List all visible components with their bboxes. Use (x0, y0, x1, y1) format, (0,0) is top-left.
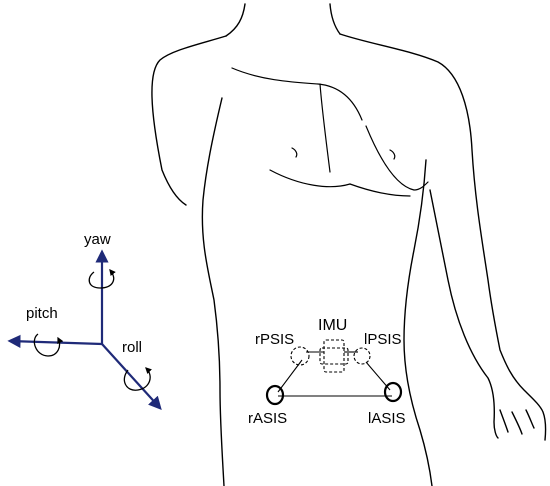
left-shoulder-line (151, 35, 227, 206)
roll-axis (101, 343, 162, 410)
lasis-marker (383, 381, 403, 403)
left-chest-lower-line (269, 169, 351, 188)
right-chest-lower-line (349, 183, 411, 197)
lpsis-label: lPSIS (364, 331, 402, 348)
neck-left-line (225, 3, 246, 37)
nipple-right (389, 149, 396, 160)
pitch-label: pitch (26, 305, 58, 322)
imu-sensor-inner (319, 347, 349, 365)
rasis-marker (265, 384, 285, 406)
right-inner-arm-line (429, 189, 499, 439)
orientation-axes: yaw pitch roll (7, 231, 162, 410)
rasis-label: rASIS (248, 410, 287, 427)
right-trunk-line (403, 159, 433, 486)
pitch-rotation-arrow-icon (33, 333, 64, 357)
lasis-lpsis-line (365, 361, 391, 391)
pelvis-landmarks: IMU rPSIS lPSIS rASIS lASIS (248, 317, 406, 427)
right-hand-finger-2 (511, 411, 523, 435)
lpsis-marker (353, 347, 371, 365)
roll-label: roll (122, 339, 142, 356)
neck-right-line (329, 3, 341, 35)
nipple-left (291, 147, 298, 158)
left-trunk-line (201, 97, 225, 486)
right-hand-finger-3 (525, 409, 535, 429)
imu-label: IMU (318, 317, 347, 334)
torso-outline (151, 3, 547, 486)
right-hand-finger-1 (499, 409, 509, 433)
roll-rotation-arrow-icon (123, 367, 152, 391)
lasis-label: lASIS (368, 410, 406, 427)
pitch-axis (7, 334, 103, 348)
rpsis-label: rPSIS (255, 331, 294, 348)
left-pectoral-line (231, 67, 363, 121)
yaw-label: yaw (84, 231, 111, 248)
rpsis-marker (290, 346, 310, 366)
imu-sensor-box (323, 339, 345, 373)
right-pectoral-line (365, 125, 429, 191)
sternum-line (319, 83, 331, 173)
right-shoulder-line (339, 33, 547, 441)
yaw-rotation-arrow-icon (88, 268, 116, 289)
